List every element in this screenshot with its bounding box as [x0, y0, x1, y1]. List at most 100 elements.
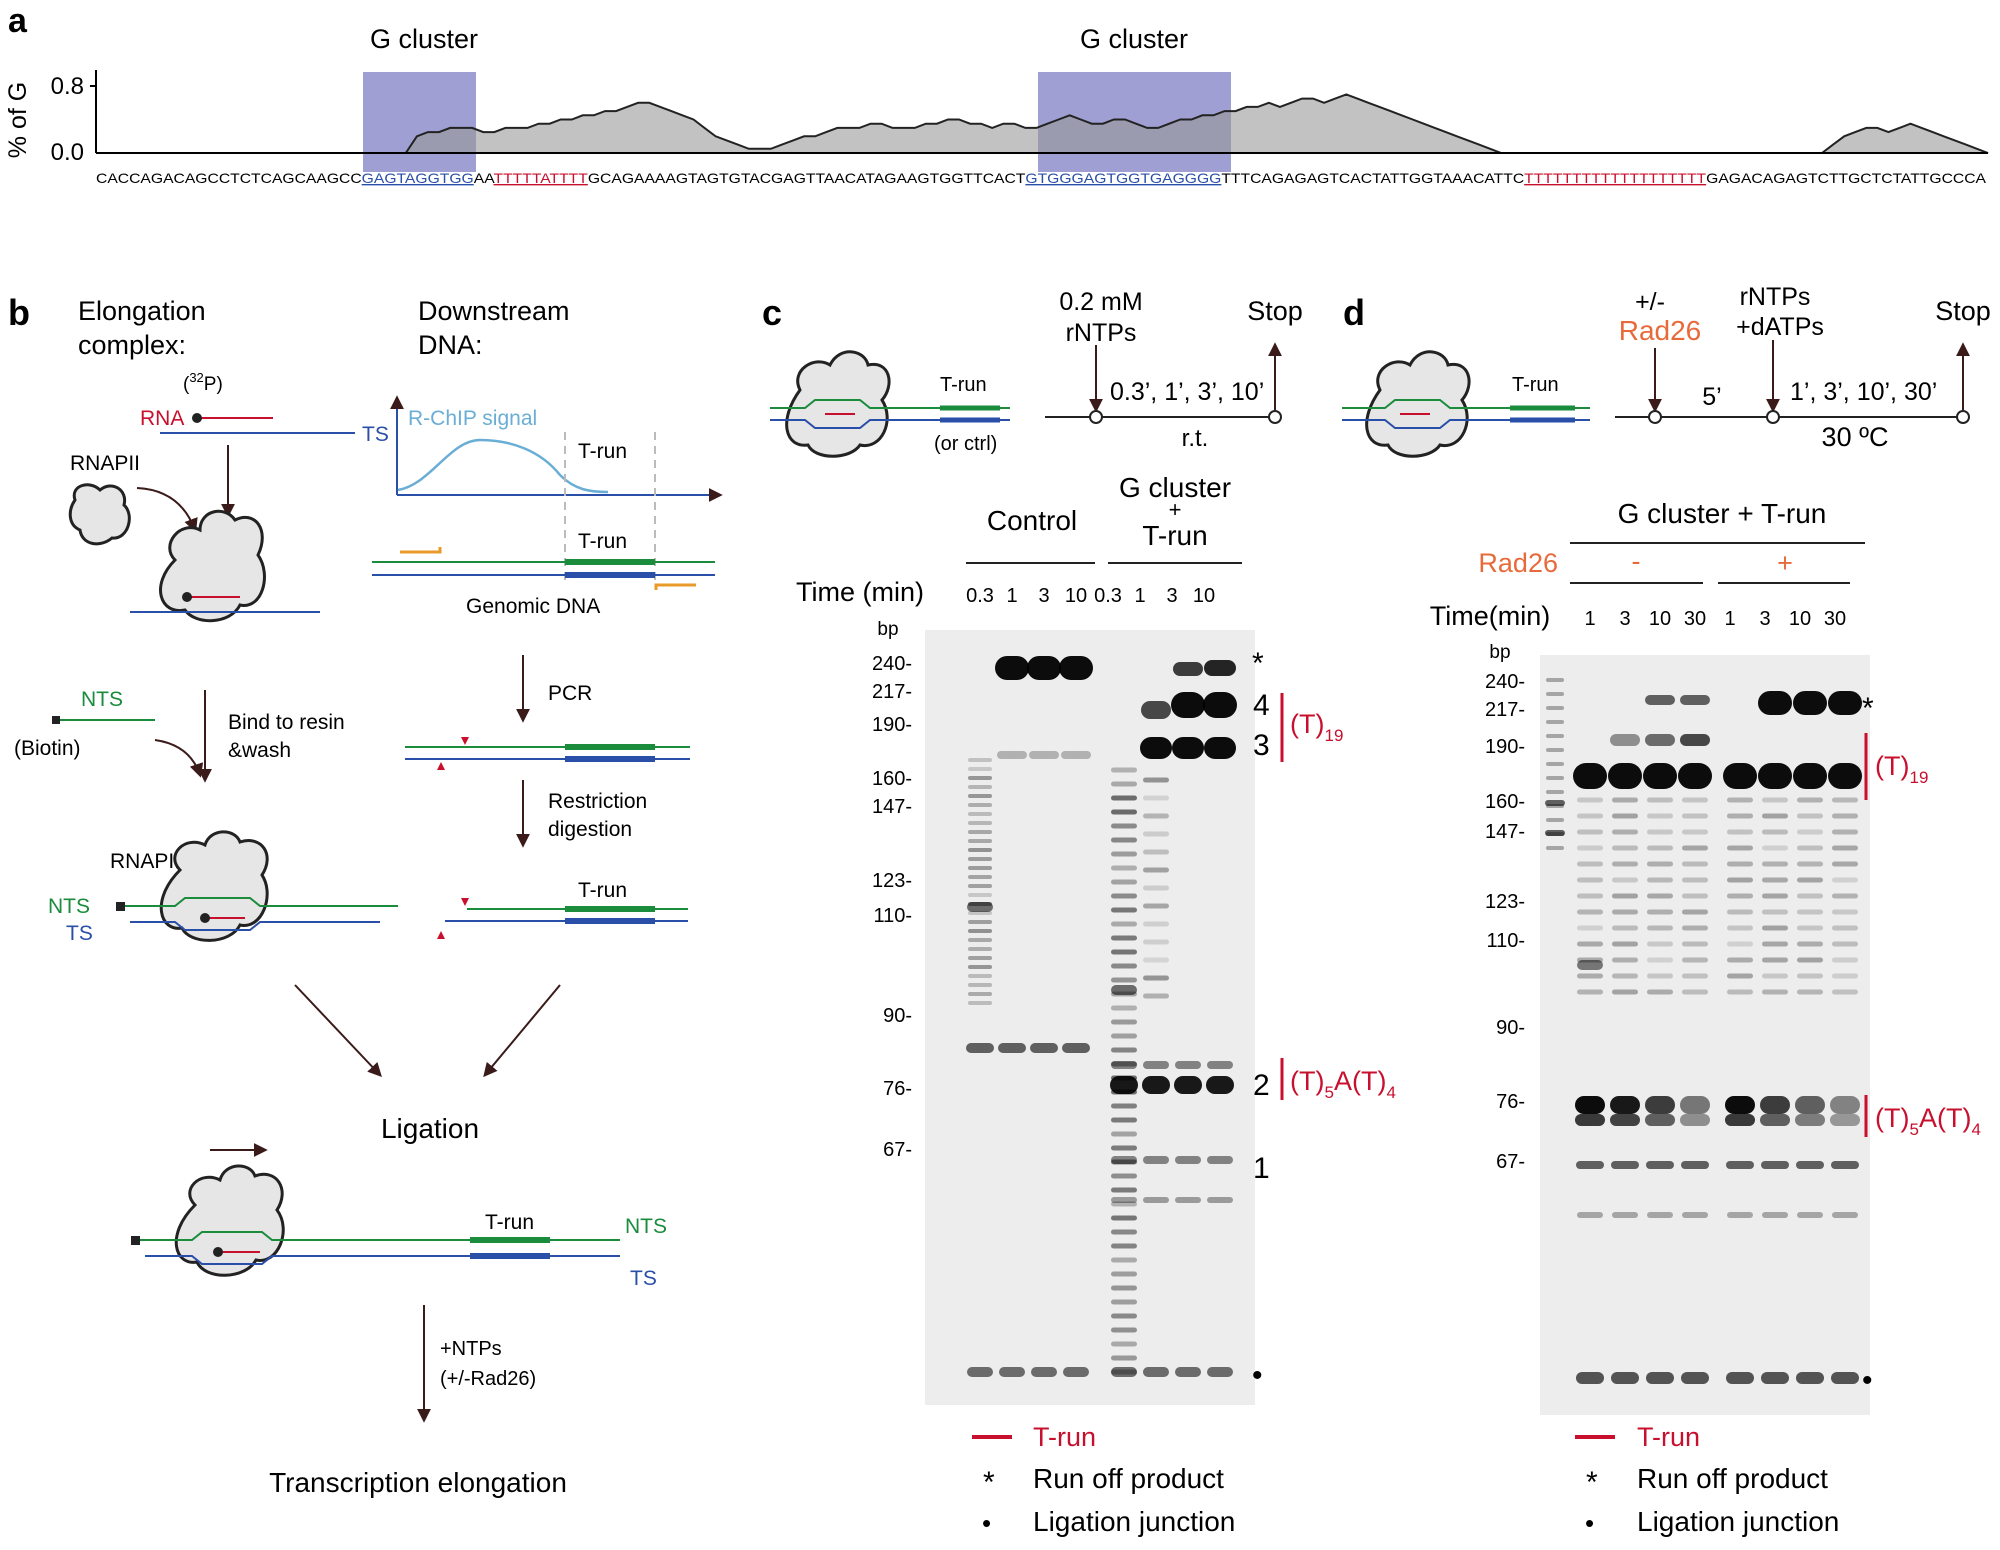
gel-band — [1797, 878, 1823, 883]
trun-label: T-run — [578, 530, 627, 553]
gel-band — [1680, 734, 1710, 746]
gel-band — [1577, 926, 1603, 931]
gel-band — [1682, 830, 1708, 835]
size-marker: 67- — [1496, 1151, 1525, 1173]
gel-band — [1111, 922, 1137, 927]
gel-band — [1545, 830, 1565, 836]
size-marker: 147- — [872, 796, 912, 818]
gel-band — [968, 830, 992, 834]
gel-band — [1831, 1161, 1859, 1169]
gel-band — [1143, 778, 1169, 783]
gel-band — [1143, 922, 1169, 927]
gel-band — [1111, 894, 1137, 899]
gel-band — [967, 902, 993, 912]
ligation-label: Ligation — [381, 1113, 479, 1144]
gel-band — [1610, 1096, 1640, 1114]
gel-band — [1797, 814, 1823, 819]
gel-band — [968, 956, 992, 960]
gel-band — [1682, 974, 1708, 979]
gel-band — [1111, 852, 1137, 857]
gel-band — [1141, 701, 1171, 719]
size-marker: 217- — [872, 681, 912, 703]
ts-label: TS — [66, 922, 93, 945]
biotin-square — [116, 902, 125, 911]
gel-band — [1727, 830, 1753, 835]
gel-band — [1643, 763, 1677, 789]
gel-band — [999, 1367, 1025, 1377]
gel-band — [1612, 926, 1638, 931]
gel-band — [1546, 790, 1564, 794]
timepoint-circle — [1957, 411, 1969, 423]
gel-band — [1727, 910, 1753, 915]
gel-band — [1546, 706, 1564, 710]
legend-ligation-label: Ligation junction — [1033, 1506, 1235, 1537]
g-cluster-label: G cluster — [370, 24, 478, 54]
runoff-asterisk: * — [1862, 692, 1874, 725]
gel-band — [1832, 974, 1858, 979]
gel-band — [1762, 894, 1788, 899]
size-marker: 190- — [1485, 736, 1525, 758]
gel-band — [1758, 763, 1792, 789]
gel-band — [1682, 846, 1708, 851]
gel-band — [1793, 691, 1827, 715]
gel-band — [1111, 908, 1137, 913]
gel-band — [1575, 1114, 1605, 1126]
gel-band — [1111, 1197, 1137, 1203]
gel-band — [1063, 1367, 1089, 1377]
gel-band — [1111, 880, 1137, 885]
primer-icon — [656, 585, 696, 590]
gel-band — [1545, 800, 1565, 806]
gel-band — [1797, 894, 1823, 899]
gel-band — [1143, 1061, 1169, 1069]
gel-band — [968, 785, 992, 789]
gel-band — [1795, 1096, 1825, 1114]
gel-band — [1111, 768, 1137, 773]
size-marker: 76- — [1496, 1091, 1525, 1113]
gel-band — [1682, 1212, 1708, 1218]
gel-band — [1727, 990, 1753, 995]
gel-band — [1140, 737, 1172, 759]
gel-band — [1576, 1372, 1604, 1384]
t19-label: (T)19 — [1290, 709, 1343, 745]
timepoint-circle — [1767, 411, 1779, 423]
gel-band — [1111, 1006, 1137, 1011]
gel-band — [1612, 990, 1638, 995]
gel-band — [1682, 894, 1708, 899]
gel-band — [1111, 1156, 1137, 1164]
gel-band — [1796, 1161, 1824, 1169]
rntps-label: rNTPs — [1740, 283, 1811, 311]
gel-band — [1682, 878, 1708, 883]
gel-band — [968, 812, 992, 816]
gel-band — [1762, 974, 1788, 979]
gel-band — [1723, 763, 1757, 789]
gel-band — [1111, 824, 1137, 829]
gel-band — [1828, 691, 1862, 715]
t5at4-label: (T)5A(T)4 — [1875, 1103, 1981, 1139]
gel-band — [1111, 1188, 1137, 1193]
lane-label: 3 — [1619, 608, 1630, 630]
p32-dot — [200, 913, 210, 923]
size-marker: 123- — [1485, 891, 1525, 913]
gel-band — [1682, 814, 1708, 819]
gel-band — [1111, 1034, 1137, 1039]
gel-band — [1546, 748, 1564, 752]
elongation-title: complex: — [78, 330, 186, 360]
lane-label: 10 — [1065, 585, 1087, 607]
downstream-title: DNA: — [418, 330, 483, 360]
gel-band — [1175, 1156, 1201, 1164]
gel-band — [1175, 1197, 1201, 1203]
gel-band — [1062, 1043, 1090, 1053]
y-tick: 0.8 — [51, 73, 84, 100]
gel-band — [1762, 926, 1788, 931]
panel-d: d T-run +/- Rad26 rNTPs +dATPs 5’ 1’, 3’… — [1342, 283, 1991, 1538]
gel-band — [1646, 1372, 1674, 1384]
gel-band — [968, 992, 992, 996]
gel-band — [1577, 798, 1603, 803]
lane-label: 30 — [1824, 608, 1846, 630]
bind-label: &wash — [228, 739, 291, 762]
gel-band — [1111, 866, 1137, 871]
t19-label: (T)19 — [1875, 751, 1928, 787]
gel-band — [1143, 976, 1169, 981]
size-marker: 110- — [873, 905, 912, 927]
